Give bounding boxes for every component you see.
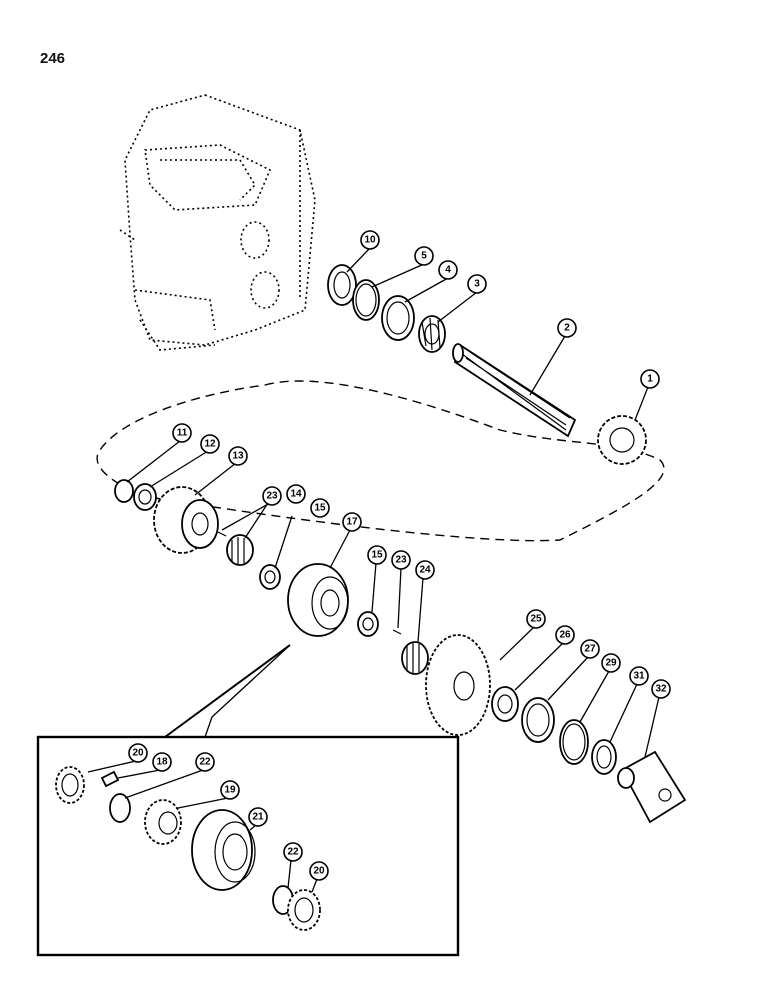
svg-text:2: 2 [564,323,570,334]
svg-text:20: 20 [132,748,144,759]
svg-text:11: 11 [177,428,188,439]
callout-29: 29 [601,653,621,673]
bearing-cup-icon [381,295,415,341]
dashed-group-outline [96,380,665,542]
svg-text:18: 18 [156,757,168,768]
callout-20: 20 [128,743,148,763]
svg-text:25: 25 [530,614,542,625]
sleeve-21-icon [191,809,256,891]
callout-2: 3 [467,274,487,294]
callout-15b: 15 [367,545,387,565]
callout-12: 12 [200,434,220,454]
callout-32: 32 [651,679,671,699]
svg-text:21: 21 [252,812,264,823]
svg-text:5: 5 [421,251,427,262]
callout-5: 10 [360,230,380,250]
key-18-icon [100,770,120,788]
seal-ring-icon [327,264,357,306]
svg-text:10: 10 [364,235,376,246]
needle-bearing-14-icon [226,534,254,566]
bearing-cup-27-icon [521,697,555,743]
pin-23-icon [217,531,227,537]
synchronizer-17-icon [287,563,349,637]
gear-25-icon [425,634,491,736]
svg-text:19: 19 [224,785,236,796]
svg-text:1: 1 [647,374,653,385]
callout-4: 5 [414,246,434,266]
callout-26: 26 [555,625,575,645]
svg-text:24: 24 [419,565,431,576]
tapered-bearing-icon [418,315,446,353]
inset-detail-box [36,735,460,957]
snap-ring-icon [352,279,380,321]
synchro-ring-20-icon [55,766,85,804]
svg-text:15: 15 [371,550,383,561]
splined-shaft-icon [452,343,577,438]
callout-24: 24 [415,560,435,580]
callout-22: 22 [195,752,215,772]
bearing-26-icon [491,686,519,722]
svg-text:12: 12 [204,439,216,450]
callout-11: 11 [172,423,192,443]
inset-pointer [204,644,291,738]
needle-bearing-24-icon [401,641,429,675]
callout-20b: 20 [309,861,329,881]
callout-1: 2 [557,318,577,338]
snap-ring-11-icon [114,479,134,503]
svg-text:32: 32 [655,684,667,695]
snap-ring-29-icon [559,719,589,765]
callout-23b: 23 [391,550,411,570]
gear-10-icon [597,415,647,465]
callout-23: 23 [262,486,282,506]
washer-15-icon [259,564,281,590]
svg-text:20: 20 [313,866,325,877]
callout-31: 31 [629,666,649,686]
svg-text:27: 27 [584,644,596,655]
svg-text:23: 23 [266,491,278,502]
svg-text:22: 22 [287,847,299,858]
synchro-ring-20b-icon [287,889,321,931]
callout-15: 15 [310,498,330,518]
spring-ring-22-icon [109,793,131,823]
callout-27: 27 [580,639,600,659]
callout-3: 4 [438,260,458,280]
svg-text:23: 23 [395,555,407,566]
svg-text:22: 22 [199,757,211,768]
callout-18: 18 [152,752,172,772]
callout-17: 17 [342,512,362,532]
callout-10: 1 [640,369,660,389]
svg-text:31: 31 [633,671,645,682]
svg-text:3: 3 [474,279,480,290]
svg-text:13: 13 [232,451,244,462]
pin-23b-icon [392,629,402,635]
transmission-housing-icon [119,94,316,351]
callout-13: 13 [228,446,248,466]
leader-lines [87,247,660,893]
svg-text:14: 14 [290,489,302,500]
svg-text:4: 4 [445,265,451,276]
hub-19-icon [144,799,182,845]
svg-text:15: 15 [314,503,326,514]
washer-15b-icon [357,611,379,637]
callout-25: 25 [526,609,546,629]
svg-text:26: 26 [559,630,571,641]
page-number: 246 [40,50,66,67]
callout-22b: 22 [283,842,303,862]
seal-31-icon [591,739,617,775]
washer-12-icon [133,483,157,511]
yoke-32-icon [617,750,687,824]
svg-text:17: 17 [346,517,358,528]
svg-text:29: 29 [605,658,617,669]
gear-13-icon [153,486,219,554]
callout-19: 19 [220,780,240,800]
callout-21: 21 [248,807,268,827]
callout-14: 14 [286,484,306,504]
